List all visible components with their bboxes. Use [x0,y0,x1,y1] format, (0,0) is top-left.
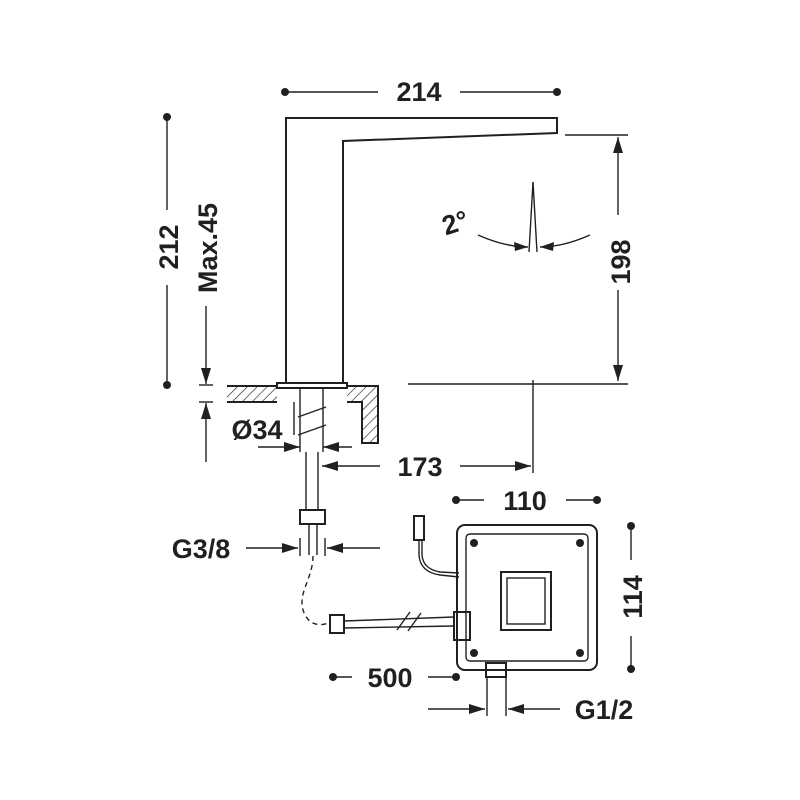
dimension-box-height: 114 [618,522,648,673]
label-box-height: 114 [618,575,648,619]
control-box [456,524,598,678]
label-max-deck: Max.45 [193,203,223,293]
dimension-spout-height: 198 [408,134,636,385]
label-reach: 173 [397,452,442,482]
dimension-shank-diameter: Ø34 [231,389,352,452]
flex-hose [299,452,331,626]
label-width-top: 214 [396,77,441,107]
dimension-max-deck: Max.45 [193,203,223,462]
dimension-height-total: 212 [154,113,184,389]
dimension-hose-thread: G3/8 [172,534,380,564]
countertop-section [227,385,379,444]
dimension-cable-length: 500 [329,663,460,693]
sensor-cable [413,515,460,578]
label-box-width: 110 [503,486,547,516]
label-inlet-thread: G1/2 [575,695,634,725]
label-spout-height: 198 [606,239,636,284]
label-cable-length: 500 [367,663,412,693]
dimension-tilt-angle: 2° [438,181,591,253]
connection-cable [329,611,471,641]
faucet-body [276,117,558,389]
dimension-inlet-thread: G1/2 [428,677,633,725]
dimension-width-top: 214 [281,77,561,107]
label-height-total: 212 [154,224,184,269]
dimension-reach: 173 [322,380,534,482]
label-shank-diameter: Ø34 [231,415,282,445]
dimension-box-width: 110 [452,486,601,516]
label-hose-thread: G3/8 [172,534,231,564]
label-tilt-angle: 2° [438,205,472,242]
